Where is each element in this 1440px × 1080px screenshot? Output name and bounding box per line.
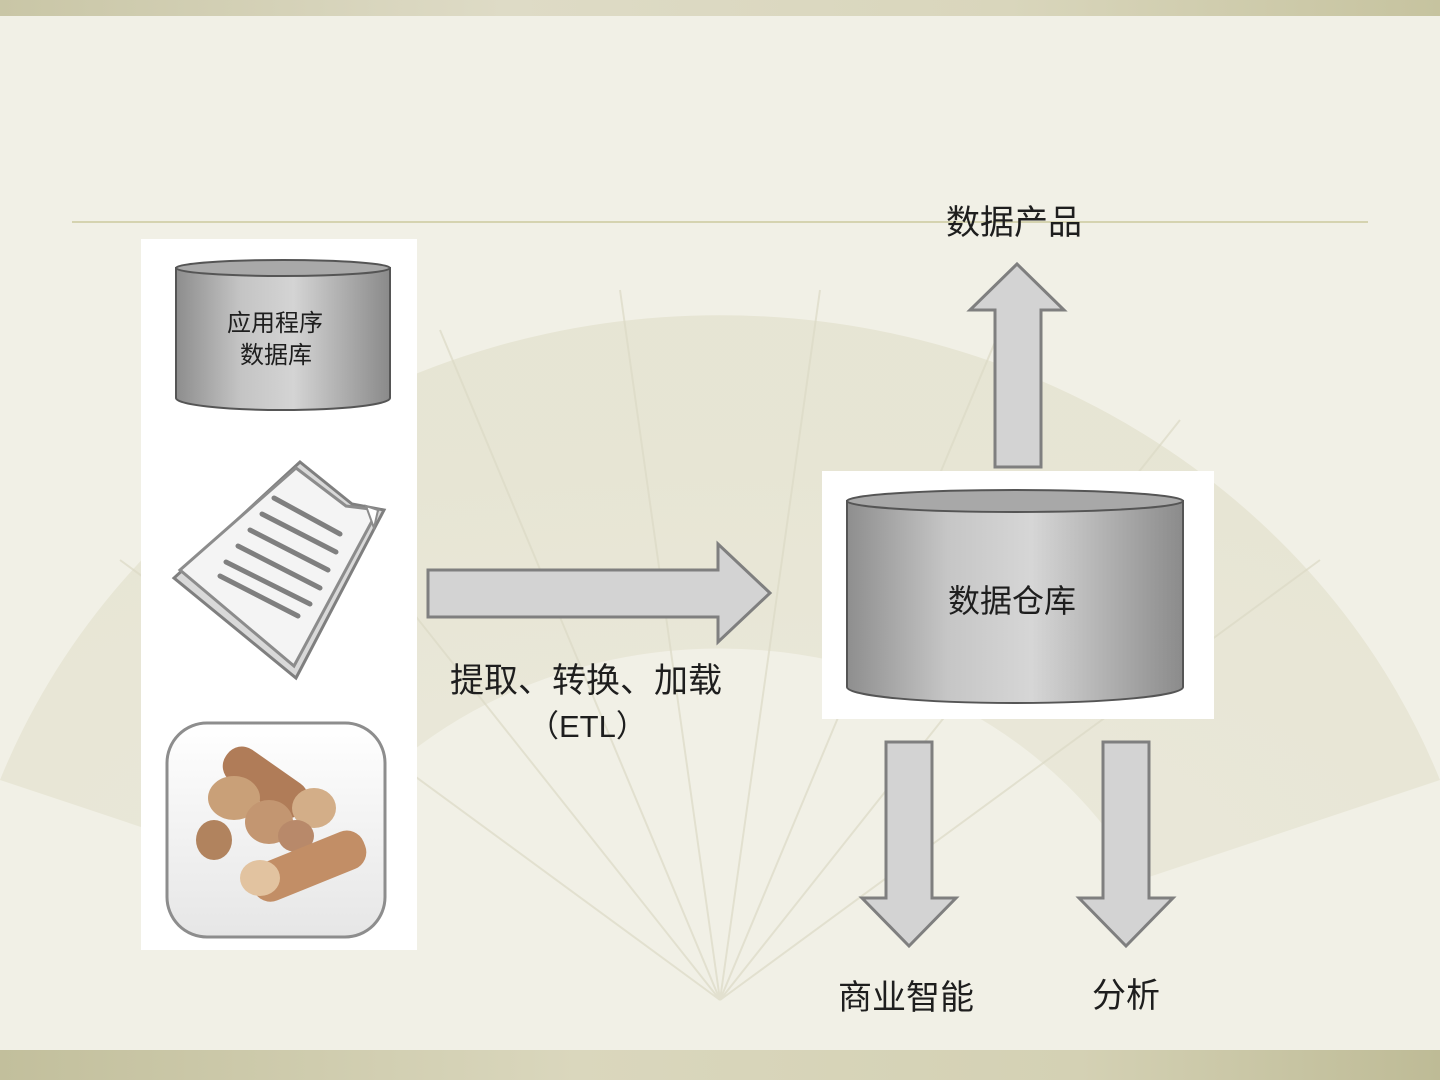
data-warehouse-cylinder-icon	[846, 489, 1184, 704]
data-product-up-arrow	[966, 261, 1068, 469]
document-file-icon	[171, 460, 387, 681]
log-file-icon	[165, 721, 387, 939]
database-cylinder-icon	[175, 259, 391, 411]
etl-label-line1: 提取、转换、加载	[450, 661, 722, 701]
etl-label-line2: （ETL）	[528, 709, 647, 744]
header-divider-line	[72, 221, 1368, 223]
app-database-label-line2: 数据库	[240, 341, 312, 369]
data-product-label: 数据产品	[946, 203, 1082, 243]
analytics-down-arrow	[1075, 740, 1177, 949]
analytics-label: 分析	[1092, 976, 1160, 1016]
data-warehouse-label: 数据仓库	[948, 582, 1077, 620]
app-database-label-line1: 应用程序	[227, 309, 323, 337]
business-intelligence-down-arrow	[858, 740, 960, 949]
bottom-decorative-band	[0, 1050, 1440, 1080]
business-intelligence-label: 商业智能	[838, 978, 974, 1018]
top-decorative-band	[0, 0, 1440, 16]
etl-arrow	[426, 540, 773, 646]
